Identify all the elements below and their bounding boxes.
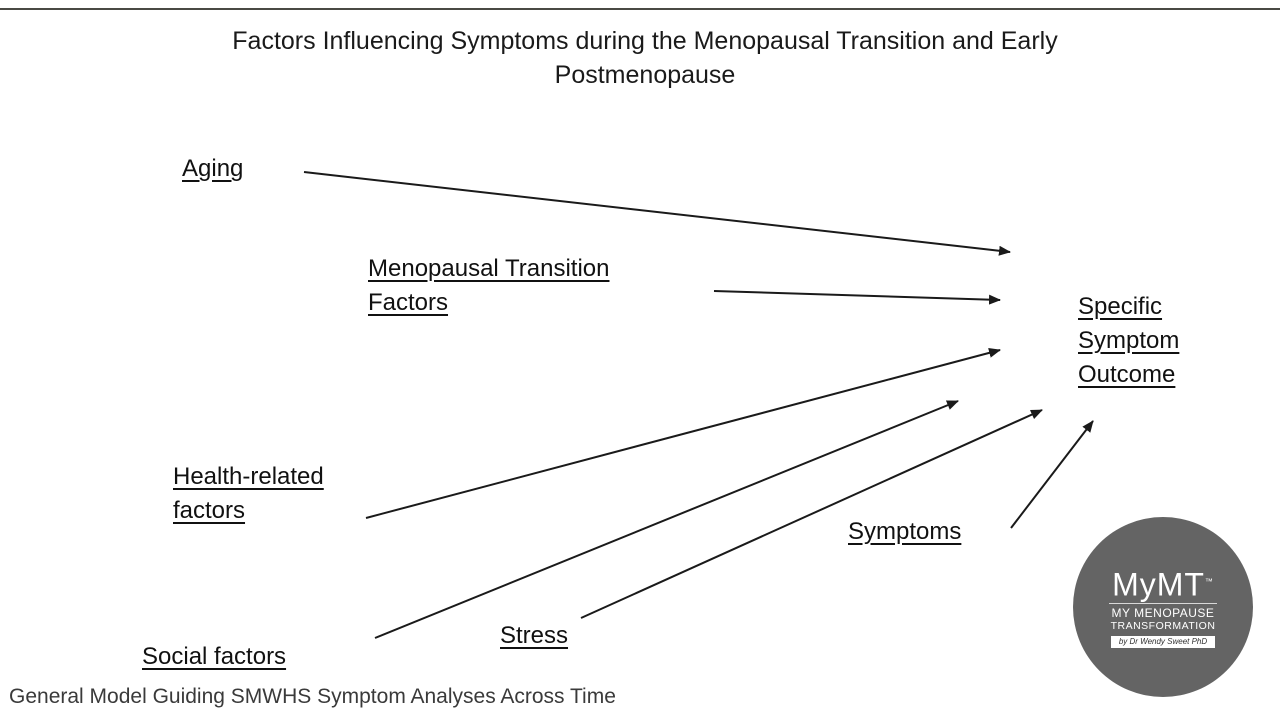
arrow-aging-to-outcome (303, 171, 1011, 256)
figure-caption: General Model Guiding SMWHS Symptom Anal… (9, 685, 616, 708)
title-line-1: Factors Influencing Symptoms during the … (232, 27, 1058, 55)
node-outcome-line-1: Specific (1078, 293, 1163, 320)
node-social-factors: Social factors (142, 643, 287, 670)
node-menopausal-transition-line-1: Menopausal Transition (368, 255, 610, 282)
mymt-logo: MyMT™ MY MENOPAUSE TRANSFORMATION by Dr … (1073, 517, 1253, 697)
title-line-2: Postmenopause (554, 61, 736, 89)
node-outcome-line-2: Symptom (1078, 327, 1180, 354)
arrow-health-to-outcome (365, 347, 1001, 519)
arrow-social-to-outcome (374, 400, 959, 639)
node-health-line-1: Health-related (173, 463, 324, 490)
logo-divider (1109, 603, 1217, 604)
node-health-related-factors: Health-related factors (173, 460, 324, 528)
arrow-symptoms-to-outcome (1010, 420, 1094, 529)
logo-line-2: TRANSFORMATION (1110, 620, 1216, 632)
logo-byline: by Dr Wendy Sweet PhD (1111, 636, 1215, 648)
diagram-title: Factors Influencing Symptoms during the … (140, 24, 1150, 92)
logo-line-1: MY MENOPAUSE (1111, 606, 1215, 620)
logo-mark-text: MyMT (1112, 566, 1205, 603)
node-menopausal-transition-factors: Menopausal Transition Factors (368, 252, 609, 320)
logo-trademark: ™ (1204, 577, 1214, 586)
node-specific-symptom-outcome: Specific Symptom Outcome (1078, 290, 1179, 392)
node-symptoms: Symptoms (848, 518, 962, 545)
arrow-menopausal-transition-to-outcome (713, 290, 1001, 305)
logo-mark: MyMT™ (1073, 565, 1253, 602)
node-health-line-2: factors (173, 497, 246, 524)
arrow-stress-to-outcome (580, 409, 1043, 619)
node-outcome-line-3: Outcome (1078, 361, 1176, 388)
node-stress: Stress (500, 622, 569, 649)
node-aging: Aging (182, 155, 244, 182)
node-menopausal-transition-line-2: Factors (368, 289, 449, 316)
top-rule (0, 8, 1280, 10)
